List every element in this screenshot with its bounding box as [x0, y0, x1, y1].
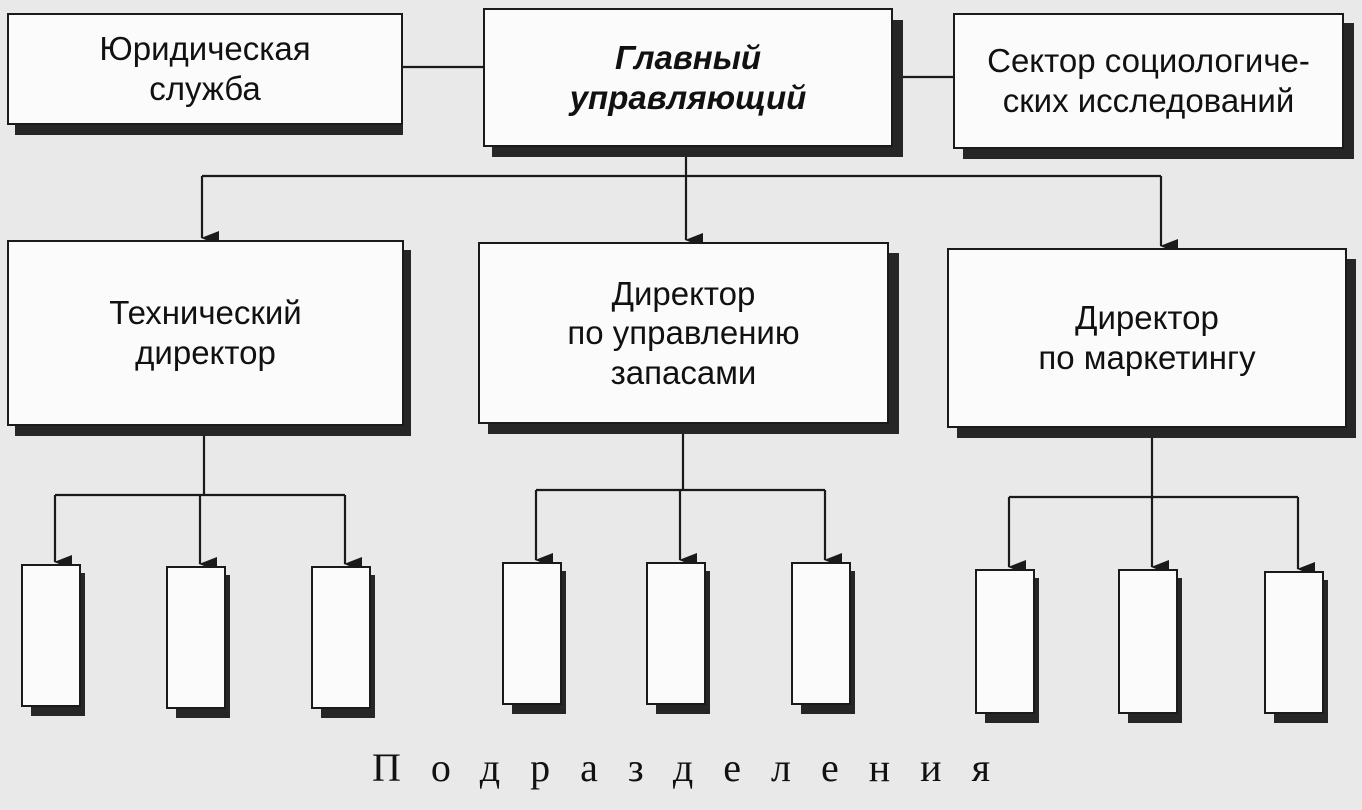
- tech-unit-2: [166, 566, 226, 709]
- inventory-unit-3: [791, 562, 851, 705]
- departments-caption: Подразделения: [372, 745, 1020, 790]
- inventory-director-box: Директор по управлению запасами: [478, 242, 889, 424]
- tech-unit-3: [311, 566, 371, 709]
- technical-director-box: Технический директор: [7, 240, 404, 426]
- legal-service-box: Юридическая служба: [7, 13, 403, 125]
- inventory-unit-2: [646, 562, 706, 705]
- tech-unit-1: [21, 564, 81, 707]
- sociology-sector-box: Сектор социологиче- ских исследований: [953, 13, 1344, 149]
- marketing-unit-3: [1264, 571, 1324, 714]
- marketing-unit-2: [1118, 569, 1178, 714]
- chief-manager-box: Главный управляющий: [483, 8, 893, 147]
- marketing-unit-1: [975, 569, 1035, 714]
- inventory-unit-1: [502, 562, 562, 705]
- marketing-director-box: Директор по маркетингу: [947, 248, 1347, 428]
